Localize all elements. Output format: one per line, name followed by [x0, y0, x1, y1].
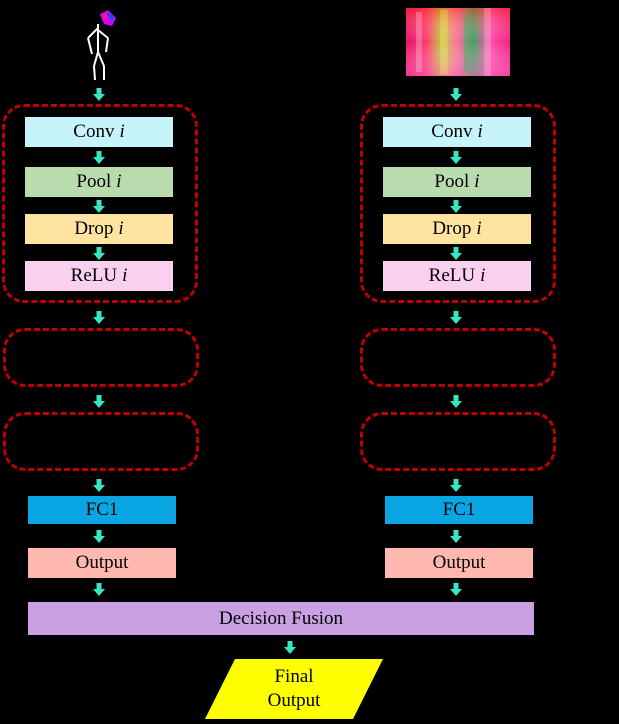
flow-arrow-icon: [93, 88, 105, 101]
left-conv-index: i: [119, 121, 125, 142]
left-output-layer: Output: [28, 548, 176, 578]
left-output-label: Output: [75, 552, 129, 573]
flow-arrow-icon: [93, 247, 105, 260]
left-drop-index: i: [118, 218, 124, 239]
flow-arrow-icon: [93, 530, 105, 543]
decision-fusion-label: Decision Fusion: [218, 607, 344, 629]
flow-arrow-icon: [93, 395, 105, 408]
decision-fusion-layer: Decision Fusion: [28, 602, 534, 635]
final-output-shape: [205, 659, 383, 719]
flow-arrow-icon: [450, 583, 462, 596]
left-block-3-outline: [3, 412, 199, 471]
right-conv-label: Conv: [431, 121, 473, 142]
right-relu-index: i: [480, 265, 486, 286]
right-output-label: Output: [432, 552, 486, 573]
left-conv-label: Conv: [73, 121, 115, 142]
flow-arrow-icon: [450, 247, 462, 260]
right-conv-index: i: [477, 121, 483, 142]
flow-arrow-icon: [450, 200, 462, 213]
final-output-line1: Final: [274, 666, 314, 687]
flow-arrow-icon: [450, 479, 462, 492]
flow-arrow-icon: [450, 395, 462, 408]
right-pool-index: i: [474, 171, 480, 192]
left-relu-index: i: [122, 265, 128, 286]
flow-arrow-icon: [93, 479, 105, 492]
right-conv-block-outline: [360, 104, 556, 303]
flow-arrow-icon: [93, 200, 105, 213]
right-block-3-outline: [360, 412, 556, 471]
right-drop-index: i: [476, 218, 482, 239]
right-relu-label: ReLU: [428, 265, 476, 286]
flow-arrow-icon: [93, 583, 105, 596]
left-drop-label: Drop: [74, 218, 114, 239]
rgb-input-image: [406, 8, 510, 76]
left-block-2-outline: [3, 328, 199, 387]
flow-arrow-icon: [284, 641, 296, 654]
right-fc1-label: FC1: [442, 499, 476, 520]
left-pool-index: i: [116, 171, 122, 192]
flow-arrow-icon: [450, 311, 462, 324]
left-conv-block-outline: [2, 104, 198, 303]
right-output-layer: Output: [385, 548, 533, 578]
flow-arrow-icon: [450, 530, 462, 543]
right-fc1-layer: FC1: [385, 496, 533, 524]
right-drop-label: Drop: [432, 218, 472, 239]
flow-arrow-icon: [450, 88, 462, 101]
right-pool-label: Pool: [434, 171, 470, 192]
flow-arrow-icon: [450, 151, 462, 164]
left-pool-label: Pool: [76, 171, 112, 192]
left-fc1-label: FC1: [85, 499, 119, 520]
final-output-node: Final Output: [205, 659, 383, 719]
left-relu-label: ReLU: [70, 265, 118, 286]
right-block-2-outline: [360, 328, 556, 387]
left-fc1-layer: FC1: [28, 496, 176, 524]
flow-arrow-icon: [93, 311, 105, 324]
skeleton-input-image: [87, 10, 116, 81]
flow-arrow-icon: [93, 151, 105, 164]
final-output-line2: Output: [267, 690, 321, 711]
